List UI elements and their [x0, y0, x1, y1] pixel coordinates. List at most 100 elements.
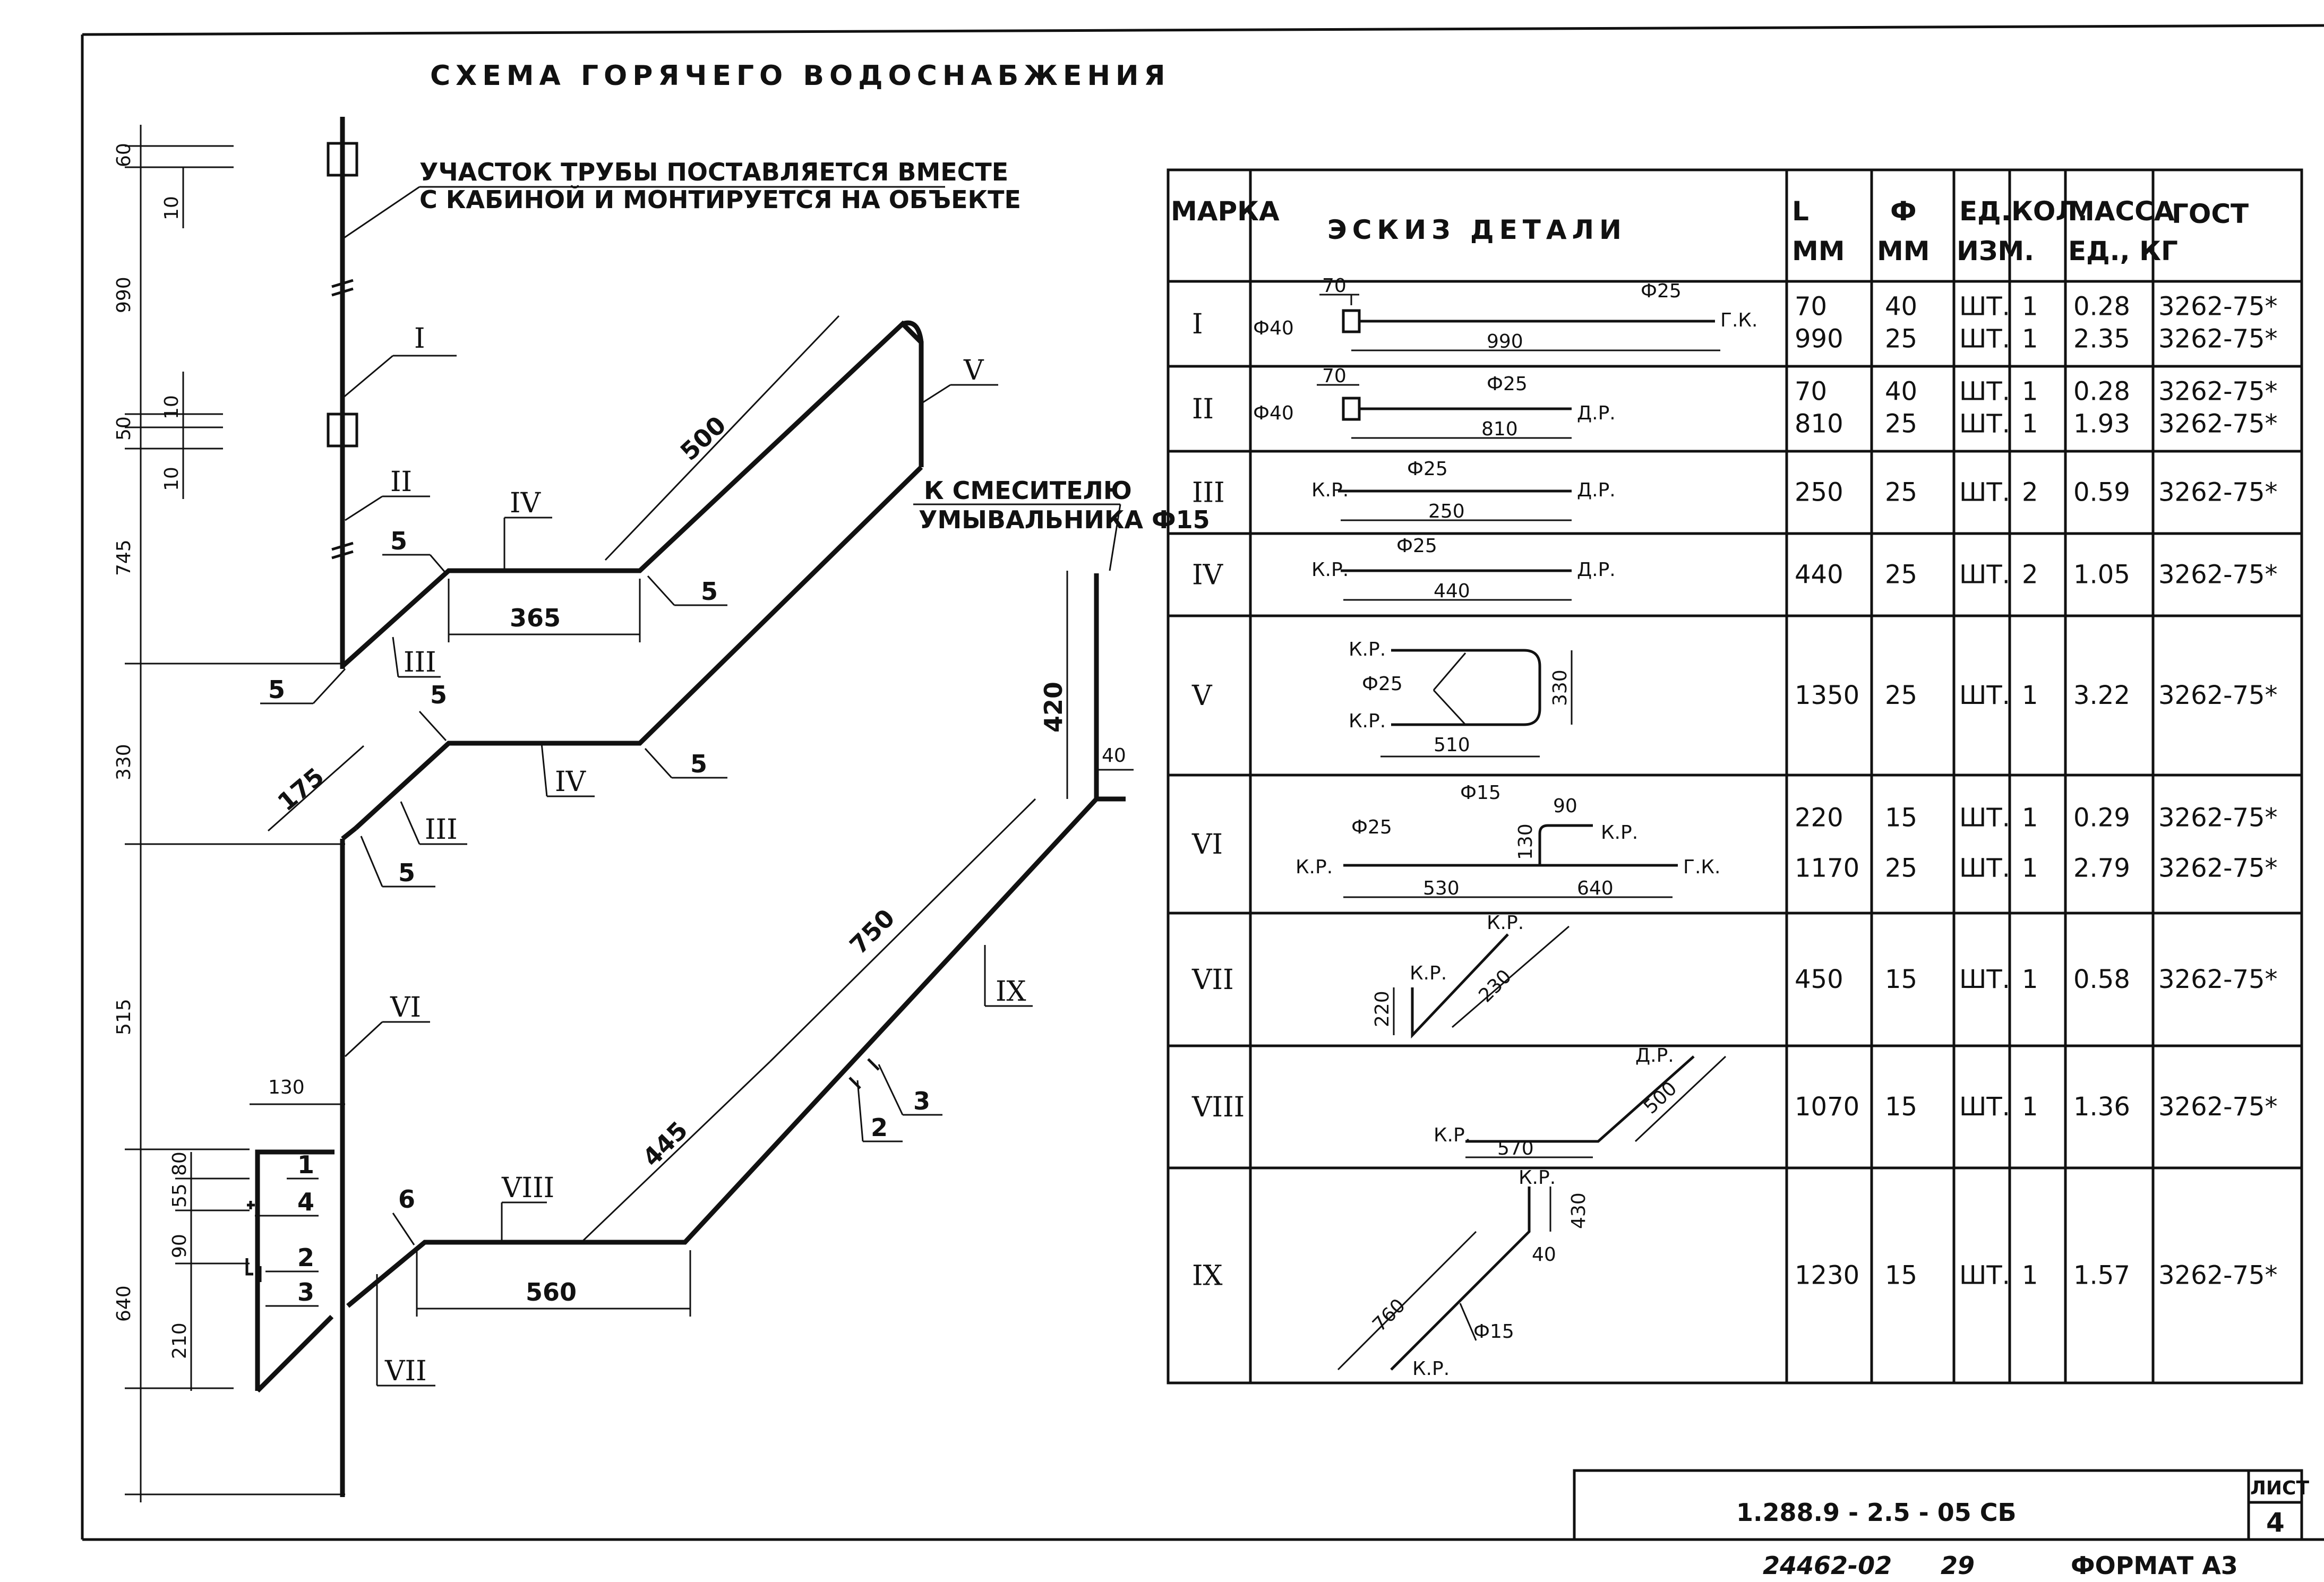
sketch-VII: К.Р. К.Р. 220 230 [1371, 912, 1570, 1039]
cell-r9-s1-c5: 1.57 [2073, 1261, 2130, 1291]
scheme-callouts: I II III III IV IV V VI VII VIII IX 5 5 … [245, 323, 1033, 1387]
s6-phi25: Ф25 [1351, 816, 1392, 838]
s3-dr: Д.Р. [1577, 479, 1616, 501]
hdr-mass2: ЕД., КГ [2068, 236, 2178, 266]
cell-r4-s1-c6: 3262-75* [2158, 560, 2278, 590]
row-mark-I: I [1192, 308, 1203, 340]
sketch-IV: К.Р. Ф25 Д.Р. 440 [1311, 535, 1616, 602]
callout-I: I [414, 323, 425, 355]
callout-5-b: 5 [268, 675, 285, 704]
cell-r7-s1-c5: 0.58 [2073, 965, 2130, 994]
s8-570: 570 [1497, 1138, 1534, 1159]
detail-sketches: 70 990 Ф40 Ф25 Г.К. 70 810 Ф40 Ф25 Д.Р. … [1253, 275, 1757, 1380]
callout-III-b: III [425, 814, 458, 846]
note-line-2: С КАБИНОЙ И МОНТИРУЕТСЯ НА ОБЪЕКТЕ [419, 185, 1021, 214]
row-mark-VIII: VIII [1191, 1091, 1245, 1123]
callout-3: 3 [297, 1278, 314, 1306]
dim-745: 745 [113, 539, 135, 576]
sketch-I: 70 990 Ф40 Ф25 Г.К. [1253, 275, 1757, 352]
dim-330: 330 [113, 744, 135, 780]
s5-kr1: К.Р. [1349, 639, 1386, 660]
hdr-mass: МАССА [2068, 196, 2175, 227]
dim-365: 365 [510, 604, 561, 632]
s6-640: 640 [1577, 878, 1614, 899]
cell-r9-s1-c4: 1 [2022, 1261, 2038, 1291]
cell-r1-s2-c6: 3262-75* [2158, 324, 2278, 354]
scheme-dimensions: 500 365 175 420 40 750 445 560 130 [250, 315, 1134, 1317]
s9-760: 760 [1368, 1295, 1410, 1336]
s9-phi15: Ф15 [1473, 1321, 1514, 1343]
cell-r2-s1-c6: 3262-75* [2158, 376, 2278, 406]
callout-IV-a: IV [510, 487, 542, 519]
row-mark-IV: IV [1192, 560, 1224, 591]
cell-r2-s1-c3: ШТ. [1959, 376, 2010, 406]
cell-r2-s2-c3: ШТ. [1959, 409, 2010, 439]
cell-r6-s1-c4: 1 [2022, 803, 2038, 833]
dim-10c: 10 [161, 467, 183, 491]
cell-r2-s1-c4: 1 [2022, 376, 2038, 406]
s3-phi25: Ф25 [1407, 458, 1448, 480]
cell-r1-s2-c5: 2.35 [2073, 324, 2130, 354]
callout-IV-b: IV [555, 766, 587, 798]
s6-kr2: К.Р. [1601, 822, 1638, 844]
cell-r3-s1-c3: ШТ. [1959, 478, 2010, 508]
cell-r6-s1-c6: 3262-75* [2158, 803, 2278, 833]
cell-r5-s1-c1: 1350 [1795, 681, 1859, 710]
s8-500: 500 [1640, 1078, 1681, 1119]
s5-phi25: Ф25 [1362, 673, 1403, 695]
s4-dr: Д.Р. [1577, 559, 1616, 581]
dim-500: 500 [675, 410, 732, 466]
dim-10a: 10 [161, 196, 183, 220]
s8-dr: Д.Р. [1635, 1045, 1674, 1067]
pipe-branches [255, 320, 1126, 1393]
cell-r7-s1-c3: ШТ. [1959, 965, 2010, 994]
s9-40: 40 [1532, 1244, 1556, 1266]
callout-2-b: 2 [871, 1113, 888, 1142]
dim-420: 420 [1039, 682, 1068, 733]
hdr-l-unit: ММ [1792, 236, 1845, 266]
s4-kr: К.Р. [1311, 559, 1349, 581]
cell-r1-s1-c6: 3262-75* [2158, 291, 2278, 321]
callout-III-a: III [404, 647, 436, 678]
cell-r3-s1-c4: 2 [2022, 478, 2038, 508]
stamp-code: 1.288.9 - 2.5 - 05 СБ [1736, 1498, 2017, 1527]
s1-phi25: Ф25 [1641, 280, 1682, 302]
cell-r8-s1-c4: 1 [2022, 1092, 2038, 1122]
pipe-section-note: УЧАСТОК ТРУБЫ ПОСТАВЛЯЕТСЯ ВМЕСТЕ С КАБИ… [342, 158, 1021, 240]
s3-kr: К.Р. [1311, 479, 1349, 501]
cell-r1-s2-c3: ШТ. [1959, 324, 2010, 354]
callout-3-b: 3 [913, 1087, 930, 1115]
cell-r1-s2-c4: 1 [2022, 324, 2038, 354]
cell-r6-s1-c1: 220 [1795, 803, 1843, 833]
cell-r8-s1-c2: 15 [1885, 1092, 1917, 1122]
drawing-title: СХЕМА ГОРЯЧЕГО ВОДОСНАБЖЕНИЯ [430, 60, 1171, 92]
hdr-gost: ГОСТ [2172, 199, 2249, 229]
cell-r9-s1-c2: 15 [1885, 1261, 1917, 1291]
cell-r5-s1-c4: 1 [2022, 681, 2038, 710]
cell-r7-s1-c4: 1 [2022, 965, 2038, 994]
hdr-l: L [1792, 196, 1809, 227]
cell-r2-s2-c5: 1.93 [2073, 409, 2130, 439]
cell-r4-s1-c5: 1.05 [2073, 560, 2130, 590]
hdr-phi: Ф [1890, 196, 1917, 227]
vertical-dimension-chain: 60 10 990 10 50 10 745 330 515 80 55 90 … [113, 125, 345, 1502]
s7-kr1: К.Р. [1487, 912, 1524, 934]
cell-r7-s1-c2: 15 [1885, 965, 1917, 994]
s7-230: 230 [1474, 966, 1516, 1007]
hdr-sketch: ЭСКИЗ ДЕТАЛИ [1327, 214, 1627, 245]
cell-r6-s2-c1: 1170 [1795, 853, 1859, 883]
cell-r1-s1-c2: 40 [1885, 291, 1917, 321]
s5-510: 510 [1434, 734, 1470, 756]
cell-r4-s1-c1: 440 [1795, 560, 1843, 590]
row-mark-VII: VII [1191, 964, 1234, 996]
cell-r2-s1-c2: 40 [1885, 376, 1917, 406]
dim-40: 40 [1102, 745, 1126, 767]
callout-6: 6 [398, 1185, 415, 1214]
cell-r4-s1-c4: 2 [2022, 560, 2038, 590]
s4-phi25: Ф25 [1396, 535, 1437, 557]
cell-r2-s2-c6: 3262-75* [2158, 409, 2278, 439]
stamp-sheet-label: ЛИСТ [2250, 1477, 2309, 1499]
dim-55: 55 [169, 1183, 191, 1208]
cell-r2-s1-c1: 70 [1795, 376, 1827, 406]
cell-r5-s1-c3: ШТ. [1959, 681, 2010, 710]
